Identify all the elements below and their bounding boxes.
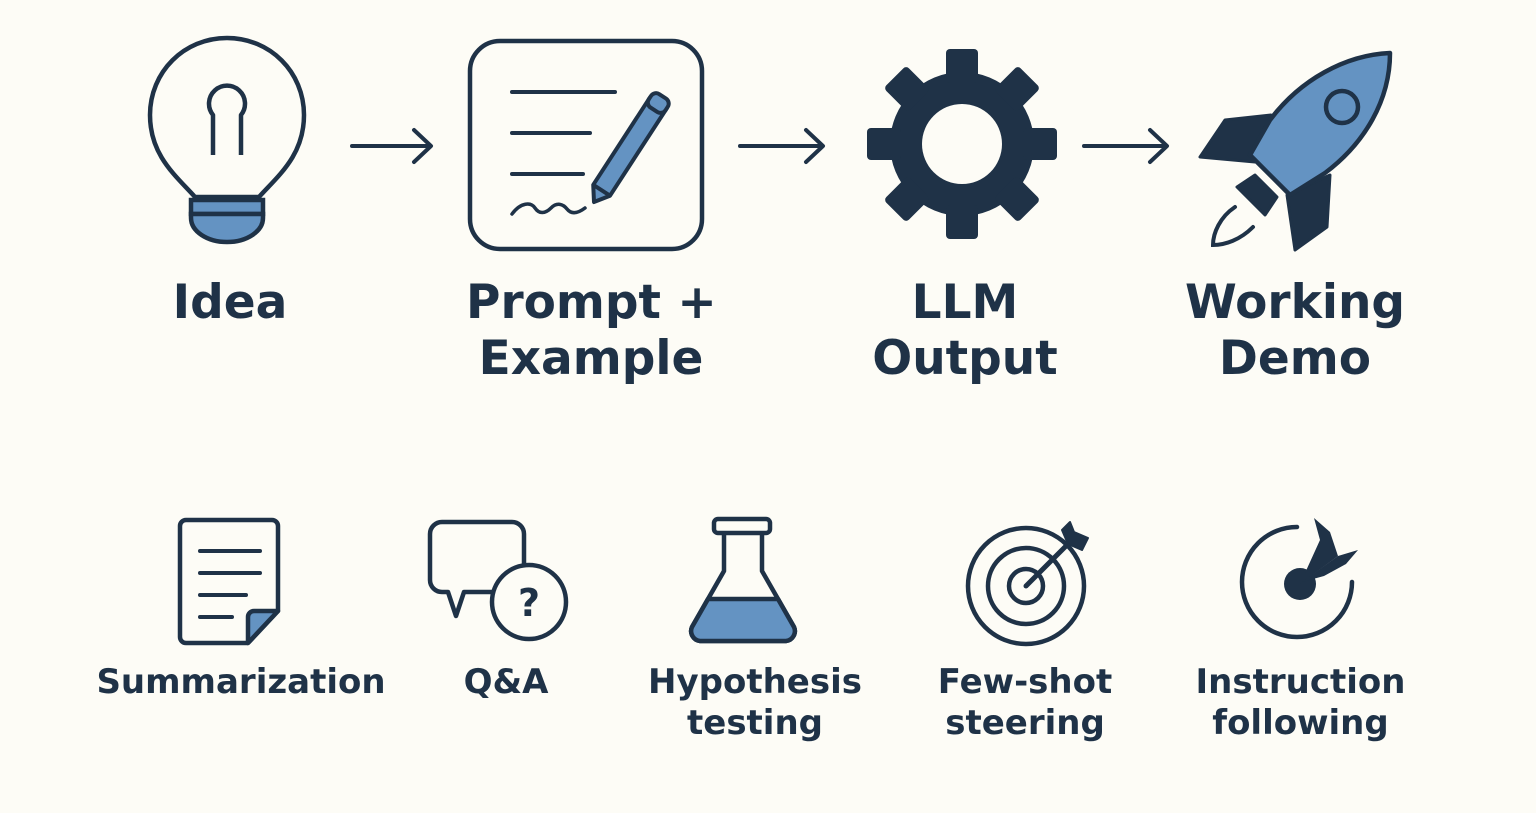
flask-icon [688,516,798,644]
use-case-label-few-shot-steering: Few-shot steering [937,662,1113,743]
chat-question-icon: ? [427,519,569,642]
stage-label-llm-output: LLM Output [872,275,1058,386]
use-case-label-hypothesis-testing: Hypothesis testing [648,662,862,743]
use-case-label-summarization: Summarization [96,662,386,702]
use-case-label-qa: Q&A [463,662,549,702]
target-dart-icon [1239,518,1358,640]
stage-label-prompt-example: Prompt + Example [466,275,717,386]
rocket-icon [1198,50,1393,252]
question-mark: ? [518,581,540,625]
use-case-label-instruction-following: Instruction following [1195,662,1406,743]
arrow-right-icon [738,128,825,164]
document-icon [177,517,281,646]
arrow-right-icon [350,128,433,164]
lightbulb-icon [147,35,307,245]
stage-label-working-demo: Working Demo [1184,275,1406,386]
arrow-right-icon [1082,128,1169,164]
stage-label-idea: Idea [172,275,288,330]
target-icon [965,521,1089,647]
gear-icon [867,49,1057,239]
document-pen-icon [467,38,705,252]
